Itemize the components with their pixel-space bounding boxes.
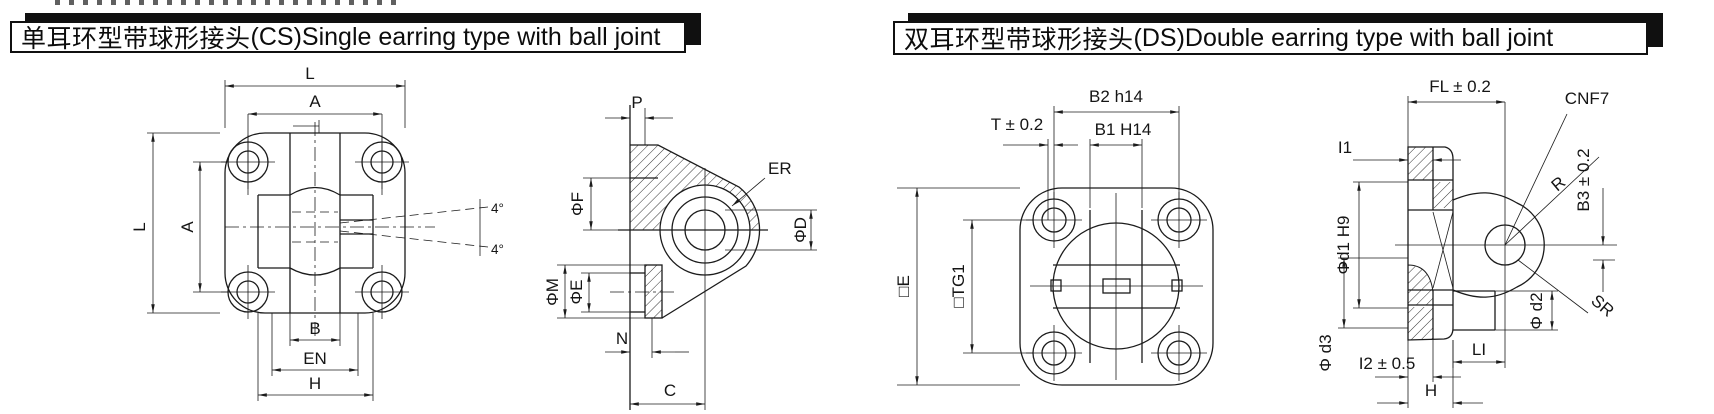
dim-label-I1: I1 [1338,138,1352,157]
dim-label-E: □E [894,275,913,297]
dim-label-phiD: ΦD [791,217,810,243]
dim-label-phid2: Φ d2 [1527,292,1546,329]
ds-eye-ball-joint [1395,102,1617,368]
cs-section-header: 单耳环型带球形接头 (CS) Single earring type with … [10,13,701,53]
cs-title-en: Single earring type with ball joint [301,22,661,51]
ds-title-en: Double earring type with ball joint [1184,23,1554,52]
dim-label-H: H [309,374,321,393]
cropped-text-strip [55,0,400,5]
dim-label-phiE: ΦE [567,280,586,305]
cs-side-view-drawing: P ΦF ER ΦD ΦM ΦE N C [543,93,817,410]
ds-clevis [1030,193,1203,380]
dim-label-phid3: Φ d3 [1316,334,1335,371]
dim-label-B2: B2 h14 [1089,87,1143,106]
cs-bolt-hole [221,265,275,319]
dim-label-A-left: A [178,221,197,233]
dim-label-angle-lower: 4° [491,242,504,257]
cs-front-dimensions: L A L A B EN H [130,64,406,401]
dim-label-T: T ± 0.2 [991,115,1044,134]
ds-side-dimensions: FL ± 0.2 I1 CNF7 R SR B3 ± 0.2 Φd1 H9 Φ … [1316,77,1618,408]
ds-header-box: 双耳环型带球形接头 (DS) Double earring type with … [893,21,1648,55]
dim-label-B: B [309,319,320,338]
dim-label-B3: B3 ± 0.2 [1574,148,1593,211]
dim-label-angle-upper: 4° [491,201,504,216]
ds-bolt-hole [1151,325,1207,381]
cs-side-dimensions: P ΦF ER ΦD ΦM ΦE N C [543,93,817,406]
dim-label-C: C [664,381,676,400]
dim-label-phiF: ΦF [568,192,587,216]
dim-label-B1: B1 H14 [1095,120,1152,139]
dim-label-FL: FL ± 0.2 [1429,77,1491,96]
ds-mounting-plate [1019,187,1214,386]
ds-front-view-drawing: B2 h14 B1 H14 T ± 0.2 □E □TG1 [894,87,1214,386]
ds-section-header: 双耳环型带球形接头 (DS) Double earring type with … [893,13,1663,55]
cs-bolt-hole [355,265,409,319]
dim-label-N: N [616,329,628,348]
dim-label-phid1: Φd1 H9 [1334,216,1353,275]
dim-label-phiM: ΦM [543,278,562,306]
dim-label-L-top: L [305,64,314,83]
ds-side-view-drawing: FL ± 0.2 I1 CNF7 R SR B3 ± 0.2 Φd1 H9 Φ … [1316,77,1618,408]
dim-label-ER: ER [768,159,792,178]
ds-front-dimensions: B2 h14 B1 H14 T ± 0.2 □E □TG1 [894,87,1180,386]
dim-label-EN: EN [303,349,327,368]
cs-header-box: 单耳环型带球形接头 (CS) Single earring type with … [10,21,686,53]
cs-title-code: (CS) [250,22,302,51]
dim-label-SR: SR [1587,291,1617,321]
dim-label-CNF7: CNF7 [1565,89,1609,108]
dim-label-I2: I2 ± 0.5 [1359,354,1416,373]
dim-label-A-top: A [309,92,321,111]
dim-label-LI: LI [1472,340,1486,359]
dim-label-L-left: L [130,222,149,231]
dim-label-TG1: □TG1 [949,264,968,307]
cs-swing-angle: 4° 4° [339,199,504,257]
dim-label-H: H [1425,381,1437,400]
ds-title-code: (DS) [1133,23,1185,52]
ds-flange-section [1407,146,1454,341]
cs-side-body [610,105,768,410]
dim-label-R: R [1548,173,1570,195]
ds-title-zh: 双耳环型带球形接头 [904,26,1134,54]
cs-front-view-drawing: 4° 4° L A L A B EN H [130,64,504,401]
cs-title-zh: 单耳环型带球形接头 [21,25,251,53]
dim-label-P: P [631,93,642,112]
